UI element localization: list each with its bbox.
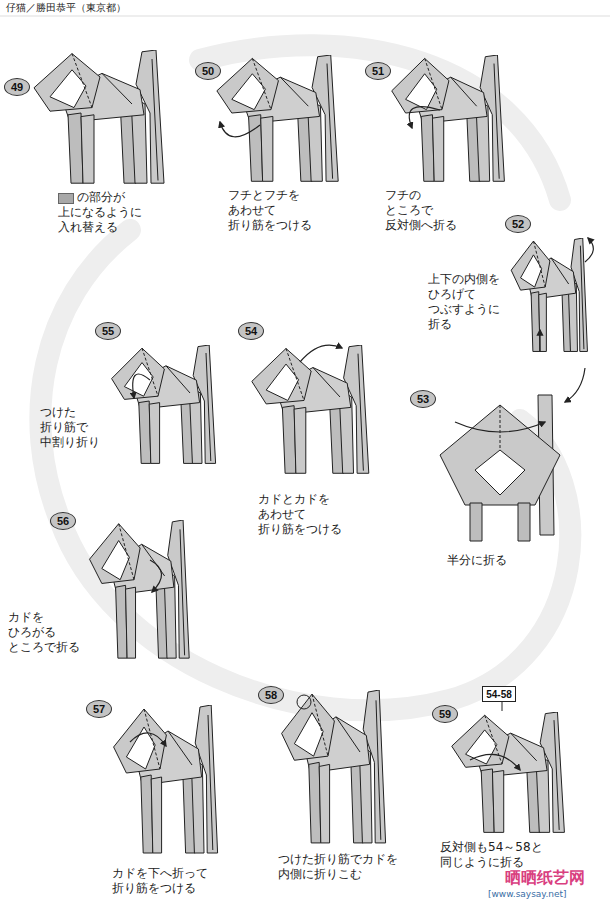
step-instruction: フチの ところで 反対側へ折る xyxy=(385,188,461,233)
step-number-text: 56 xyxy=(57,515,69,527)
step-instruction: カドとカドを あわせて 折り筋をつける xyxy=(258,492,346,537)
legend-swatch xyxy=(58,193,74,204)
step-instruction: カドを ひろがる ところで折る xyxy=(8,610,84,655)
step-instruction: つけた折り筋でカドを 内側に折りこむ xyxy=(278,852,402,882)
step-number: 51 xyxy=(365,62,391,80)
step-number-text: 54 xyxy=(245,325,257,337)
range-text: 54-58 xyxy=(486,689,512,700)
step-number: 56 xyxy=(50,512,76,530)
step-number: 52 xyxy=(505,215,531,233)
step-number-text: 58 xyxy=(265,689,277,701)
step-number-text: 50 xyxy=(202,65,214,77)
step-number-text: 51 xyxy=(372,65,384,77)
watermark: 晒晒纸艺网 xyxy=(505,868,589,887)
step-number: 53 xyxy=(410,390,436,408)
step-instruction: 半分に折る xyxy=(447,553,511,568)
step-instruction: つけた 折り筋で 中割り折り xyxy=(40,405,104,450)
watermark-url: [www.saysay.net] xyxy=(488,889,571,900)
step-number-text: 52 xyxy=(512,218,524,230)
step-number-text: 49 xyxy=(11,81,23,93)
page-title: 仔猫／勝田恭平（東京都） xyxy=(6,1,126,14)
step-number: 54 xyxy=(238,322,264,340)
step-number-text: 55 xyxy=(102,325,114,337)
legend-item: の部分が 上になるように 入れ替える xyxy=(58,190,146,235)
step-number-text: 57 xyxy=(93,703,105,715)
step-number-text: 59 xyxy=(439,708,451,720)
step-number: 55 xyxy=(95,322,121,340)
step-instruction: フチとフチを あわせて 折り筋をつける xyxy=(228,188,316,233)
legend-text: の部分が 上になるように 入れ替える xyxy=(58,190,146,235)
step-instruction: 反対側も54～58と 同じように折る xyxy=(440,840,547,870)
step-number: 59 xyxy=(432,705,458,723)
step-number: 58 xyxy=(258,686,284,704)
step-number: 49 xyxy=(4,78,30,96)
step-range-box: 54-58 xyxy=(482,686,516,702)
step-instruction: カドを下へ折って 折り筋をつける xyxy=(112,866,212,896)
step-number-text: 53 xyxy=(417,393,429,405)
step-number: 57 xyxy=(86,700,112,718)
step-instruction: 上下の内側を ひろげて つぶすように 折る xyxy=(428,272,504,332)
step-number: 50 xyxy=(195,62,221,80)
